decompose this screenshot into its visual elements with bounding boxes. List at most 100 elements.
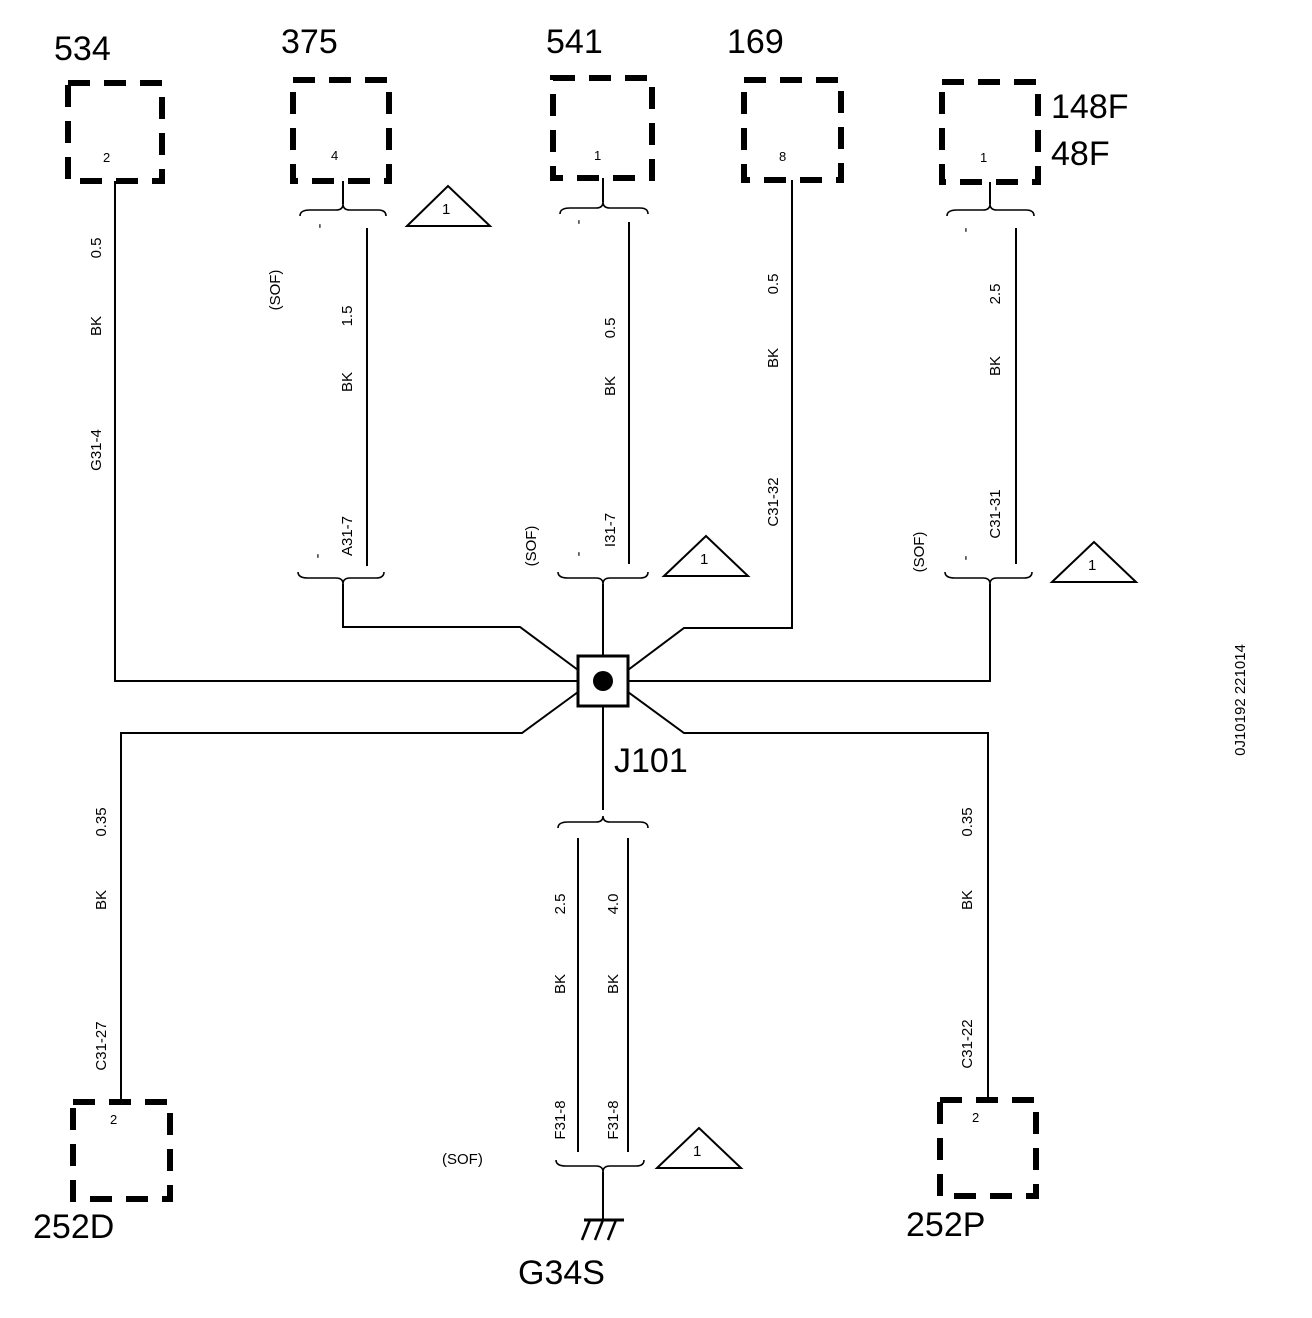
brace-541-top	[559, 201, 649, 215]
wire-252d	[120, 691, 579, 1102]
wire-ground-1-size: 2.5	[552, 894, 569, 915]
wire-252d-color: BK	[93, 890, 110, 910]
brace-541-bottom	[557, 571, 649, 585]
wire-534	[114, 181, 578, 682]
wire-252p	[627, 691, 989, 1100]
wire-ground-2-size: 4.0	[605, 894, 622, 915]
splice-dot	[593, 671, 613, 691]
connector-534-box	[65, 80, 165, 184]
connector-541-label: 541	[546, 23, 603, 61]
connector-148f-label-alt: 48F	[1051, 135, 1110, 173]
connector-252p-box	[937, 1097, 1039, 1199]
splice-j101[interactable]: J101	[576, 654, 688, 780]
connector-252p-pin: 2	[972, 1110, 979, 1125]
brace-148f-bottom	[944, 571, 1033, 585]
splice-box	[576, 654, 630, 708]
wire-148f-dash-top: -	[957, 228, 974, 233]
document-id: 0J10192 221014	[1232, 644, 1249, 756]
wire-534-size: 0.5	[88, 238, 105, 259]
wire-252p-color: BK	[959, 890, 976, 910]
wire-148f-dash-bottom: -	[957, 556, 974, 561]
connector-252p-label: 252P	[906, 1206, 985, 1244]
connector-169-box	[741, 77, 844, 183]
wire-375-option: (SOF)	[267, 270, 284, 311]
brace-ground-bottom	[555, 1159, 645, 1173]
connector-252d-label: 252D	[33, 1208, 114, 1246]
wire-252d-circuit: C31-27	[93, 1021, 110, 1070]
wire-375-circuit: A31-7	[339, 516, 356, 556]
note-148f-number: 1	[1088, 557, 1096, 574]
ground-label: G34S	[518, 1254, 605, 1292]
wire-169-size: 0.5	[765, 274, 782, 295]
wire-375-color: BK	[339, 372, 356, 392]
note-375: 1	[404, 184, 493, 227]
connector-375-box	[290, 77, 392, 184]
wire-375-dash-bottom: -	[309, 554, 326, 559]
connector-375-label: 375	[281, 23, 338, 61]
connector-541[interactable]: 541 1	[546, 23, 655, 181]
note-ground-number: 1	[693, 1143, 701, 1160]
wire-541-circuit: I31-7	[602, 513, 619, 547]
wire-169	[627, 180, 793, 671]
note-ground: 1	[654, 1126, 744, 1169]
wire-148f-circuit: C31-31	[987, 489, 1004, 538]
connector-534-pin: 2	[103, 150, 110, 165]
connector-148f-box	[939, 79, 1041, 185]
wire-ground-1-color: BK	[552, 974, 569, 994]
wire-148f-color: BK	[987, 356, 1004, 376]
note-541: 1	[661, 534, 751, 577]
brace-ground-top	[557, 815, 649, 829]
wire-ground-2-color: BK	[605, 974, 622, 994]
note-375-number: 1	[442, 201, 450, 218]
connector-252d-pin: 2	[110, 1112, 117, 1127]
wire-148f	[628, 182, 1035, 682]
brace-148f-top	[946, 203, 1035, 217]
wire-541-dash-top: -	[570, 220, 587, 225]
connector-534[interactable]: 534 2	[54, 30, 165, 184]
wire-252p-size: 0.35	[959, 807, 976, 836]
connector-169-pin: 8	[779, 149, 786, 164]
wire-252p-circuit: C31-22	[959, 1019, 976, 1068]
wire-375-dash-top: -	[311, 224, 328, 229]
connector-169[interactable]: 169 8	[727, 23, 844, 183]
connector-148f-label: 148F	[1051, 88, 1129, 126]
wire-ground-2-circuit: F31-8	[605, 1100, 622, 1139]
wire-375-size: 1.5	[339, 306, 356, 327]
wire-541	[557, 178, 649, 656]
connector-169-label: 169	[727, 23, 784, 61]
brace-375-bottom	[297, 571, 385, 585]
splice-label: J101	[614, 742, 688, 780]
wire-169-color: BK	[765, 348, 782, 368]
connector-252d[interactable]: 252D 2	[33, 1099, 173, 1246]
connector-148f[interactable]: 148F 48F 1	[939, 79, 1129, 185]
wire-534-color: BK	[88, 316, 105, 336]
connector-148f-pin: 1	[980, 150, 987, 165]
connector-252p[interactable]: 252P 2	[906, 1097, 1039, 1244]
wire-ground	[555, 706, 649, 1220]
wire-541-size: 0.5	[602, 318, 619, 339]
wire-534-circuit: G31-4	[88, 429, 105, 471]
wire-541-color: BK	[602, 376, 619, 396]
brace-375-top	[299, 203, 387, 217]
connector-541-pin: 1	[594, 148, 601, 163]
note-triangle-icon	[1049, 540, 1139, 583]
connector-541-box	[550, 75, 655, 181]
wire-148f-size: 2.5	[987, 284, 1004, 305]
wire-148f-option: (SOF)	[911, 532, 928, 573]
wire-541-option: (SOF)	[523, 526, 540, 567]
wire-375	[297, 181, 579, 671]
wire-252d-size: 0.35	[93, 807, 110, 836]
connector-534-label: 534	[54, 30, 111, 68]
wire-169-circuit: C31-32	[765, 477, 782, 526]
ground-g34s[interactable]: G34S	[518, 1218, 624, 1292]
note-541-number: 1	[700, 551, 708, 568]
wire-ground-1-circuit: F31-8	[552, 1100, 569, 1139]
note-triangle-icon	[654, 1126, 744, 1169]
note-triangle-icon	[661, 534, 751, 577]
note-triangle-icon	[404, 184, 493, 227]
note-148f: 1	[1049, 540, 1139, 583]
wire-541-dash-bottom: -	[570, 552, 587, 557]
connector-375-pin: 4	[331, 148, 338, 163]
connector-375[interactable]: 375 4	[281, 23, 392, 184]
